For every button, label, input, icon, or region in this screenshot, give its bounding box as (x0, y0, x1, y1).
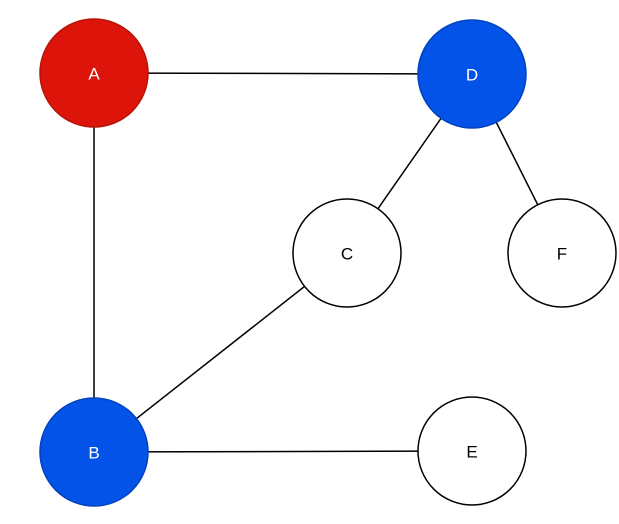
node-A[interactable]: A (39, 18, 149, 128)
node-circle-D[interactable] (417, 19, 527, 129)
node-D[interactable]: D (417, 19, 527, 129)
edge-B-E (93, 450, 473, 453)
edge-A-D (93, 72, 473, 75)
node-circle-A[interactable] (39, 18, 149, 128)
node-C[interactable]: C (292, 198, 402, 308)
node-B[interactable]: B (39, 397, 149, 507)
node-circle-E[interactable] (417, 396, 527, 506)
node-F[interactable]: F (507, 198, 617, 308)
node-circle-B[interactable] (39, 397, 149, 507)
node-circle-C[interactable] (292, 198, 402, 308)
node-E[interactable]: E (417, 396, 527, 506)
node-circle-F[interactable] (507, 198, 617, 308)
